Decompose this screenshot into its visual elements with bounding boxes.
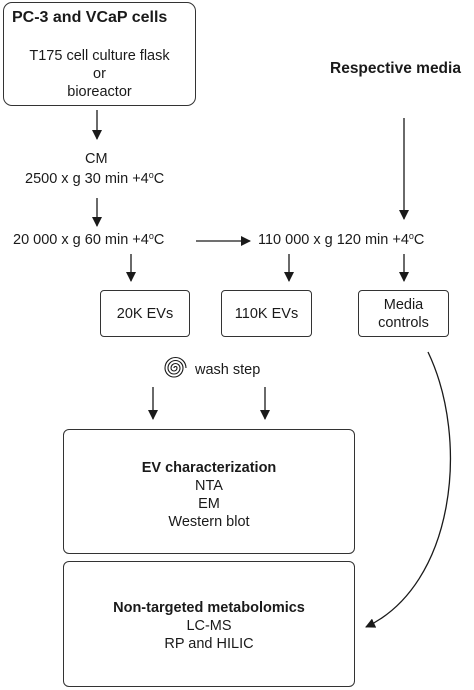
ev-characterization-box: EV characterization NTA EM Western blot	[63, 429, 355, 554]
metabolomics-box: Non-targeted metabolomics LC-MS RP and H…	[63, 561, 355, 687]
media-controls-line-2: controls	[378, 315, 429, 331]
meta-title: Non-targeted metabolomics	[113, 600, 305, 616]
media-controls-line-1: Media	[383, 297, 424, 313]
box-20k-label: 20K EVs	[116, 306, 174, 322]
source-box: PC-3 and VCaP cells T175 cell culture fl…	[3, 2, 196, 106]
ev-line-2: EM	[198, 496, 220, 512]
step-2500: 2500 x g 30 min +4oC	[25, 170, 165, 188]
box-110k-evs: 110K EVs	[221, 290, 312, 337]
arrow-media-to-metabolomics	[365, 351, 452, 628]
wash-step-label: wash step	[195, 362, 261, 378]
media-label: Respective media	[330, 60, 461, 77]
source-line-2: or	[93, 66, 106, 82]
ev-line-3: Western blot	[168, 514, 250, 530]
box-media-controls: Media controls	[358, 290, 449, 337]
box-20k-evs: 20K EVs	[100, 290, 190, 337]
box-110k-label: 110K EVs	[234, 306, 299, 322]
ev-line-1: NTA	[195, 478, 223, 494]
step-20000: 20 000 x g 60 min +4oC	[13, 231, 165, 249]
ev-title: EV characterization	[141, 460, 277, 476]
source-line-3: bioreactor	[67, 84, 132, 100]
step-cm: CM	[85, 151, 108, 167]
wash-spiral-icon	[164, 357, 187, 378]
step-110000: 110 000 x g 120 min +4oC	[258, 231, 425, 249]
meta-line-1: LC-MS	[186, 618, 232, 634]
source-title: PC-3 and VCaP cells	[12, 9, 168, 26]
meta-line-2: RP and HILIC	[164, 636, 254, 652]
source-line-1: T175 cell culture flask	[29, 48, 170, 64]
